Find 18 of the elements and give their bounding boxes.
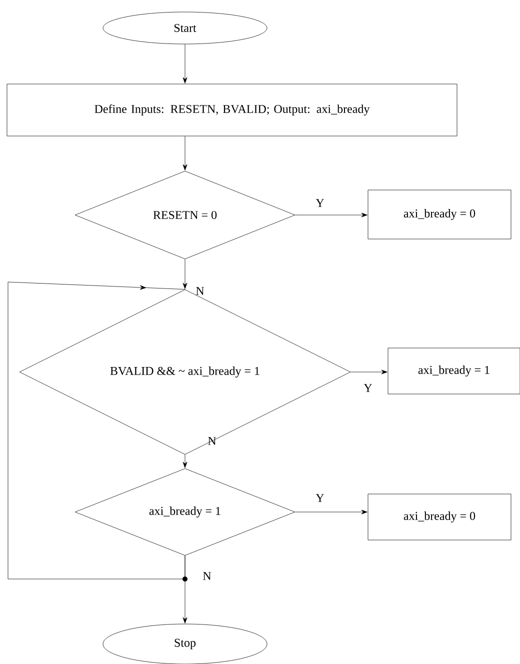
arrow bbox=[350, 370, 388, 374]
process-box: axi_bready = 0 bbox=[368, 190, 512, 240]
edge-label: N bbox=[203, 572, 212, 580]
arrow bbox=[182, 44, 188, 84]
edge-label: Y bbox=[316, 494, 324, 502]
arrow bbox=[182, 259, 188, 289]
edge-label: Y bbox=[364, 384, 372, 392]
arrow bbox=[8, 282, 186, 580]
arrow bbox=[182, 136, 188, 170]
edge-label: Y bbox=[316, 199, 324, 207]
arrow bbox=[295, 510, 368, 514]
arrow bbox=[295, 212, 368, 218]
edge-label: N bbox=[208, 437, 216, 445]
process-box: axi_bready = 1 bbox=[388, 348, 520, 394]
process-box: axi_bready = 0 bbox=[368, 494, 512, 540]
process-box: Define Inputs: RESETN, BVALID; Output: axi_bready bbox=[6, 84, 458, 136]
arrow bbox=[182, 454, 188, 468]
edge-label: N bbox=[196, 287, 204, 295]
